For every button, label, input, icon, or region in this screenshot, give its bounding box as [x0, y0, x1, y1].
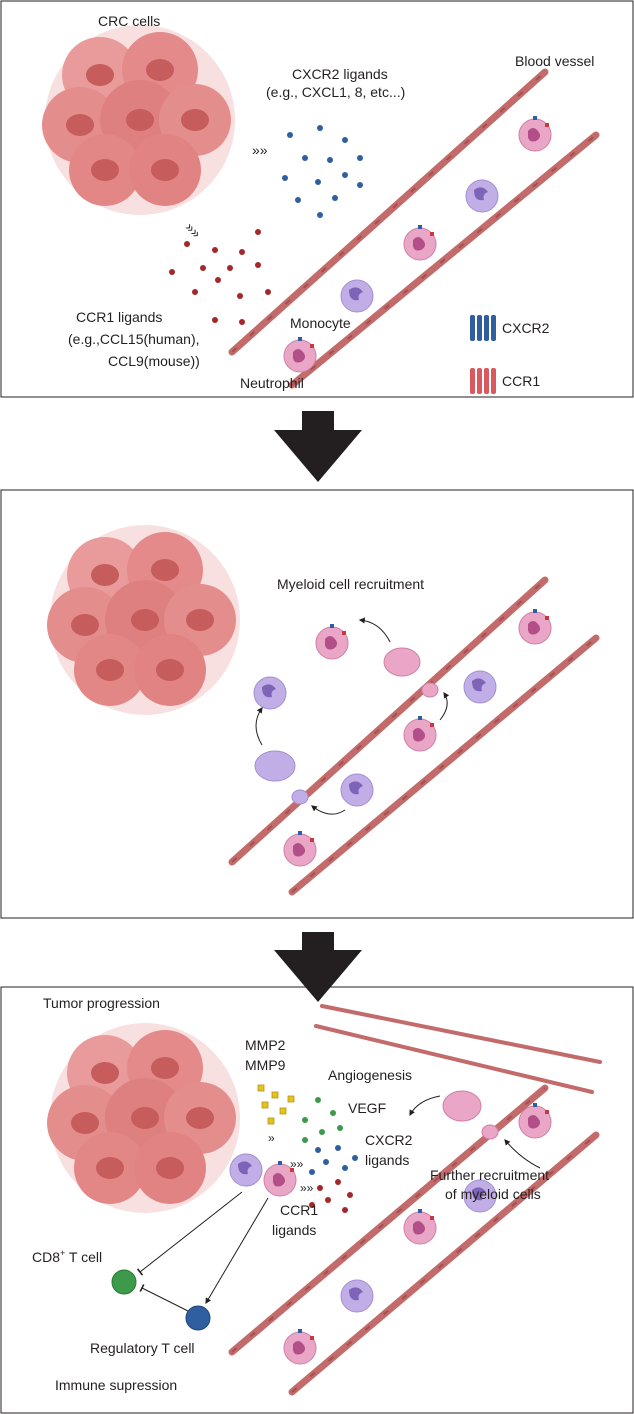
label-mmp9: MMP9	[245, 1057, 286, 1073]
crc-tumor-cluster	[47, 525, 240, 715]
label-ccr1-ligands: CCR1 ligands	[76, 309, 162, 325]
neutrophil-cell	[283, 830, 317, 867]
label-further-recruitment-2: of myeloid cells	[445, 1186, 541, 1202]
legend-cxcr2: CXCR2	[502, 320, 550, 336]
vessel-endothelium	[231, 71, 597, 386]
label-angiogenesis: Angiogenesis	[328, 1067, 412, 1083]
label-ccr1-ligands-ex1: (e.g.,CCL15(human),	[68, 331, 200, 347]
vegf-dots	[302, 1097, 343, 1143]
cd8-t-cell	[111, 1269, 137, 1295]
label-ccr1-ligands: ligands	[272, 1222, 316, 1238]
label-mmp2: MMP2	[245, 1037, 286, 1053]
label-cd8-t-cell: CD8+ T cell	[32, 1248, 102, 1265]
cxcr2-ligand-dots	[282, 125, 363, 218]
down-arrow-2	[274, 932, 362, 1002]
label-cxcr2-ligands: CXCR2 ligands	[292, 66, 388, 82]
label-myeloid-recruitment: Myeloid cell recruitment	[277, 576, 424, 592]
neutrophil-cell	[283, 336, 317, 373]
label-cxcr2: CXCR2	[365, 1132, 413, 1148]
cxcr2-ligand-dots	[309, 1145, 358, 1175]
neutrophil-cell	[403, 1208, 437, 1245]
label-cxcr2-ligands: ligands	[365, 1152, 409, 1168]
monocyte-cell	[229, 1153, 263, 1187]
monocyte-extravasating-tail	[291, 789, 309, 805]
secretion-chevrons: »»	[300, 1181, 314, 1195]
cxcr2-receptor-icon	[470, 315, 496, 341]
label-immune-suppression: Immune supression	[55, 1377, 177, 1393]
regulatory-t-cell	[185, 1305, 211, 1331]
neutrophil-cell	[283, 1328, 317, 1365]
ccr1-receptor-icon	[470, 368, 496, 394]
label-regulatory-t-cell: Regulatory T cell	[90, 1340, 195, 1356]
secretion-chevrons: »»	[290, 1157, 304, 1171]
label-neutrophil: Neutrophil	[240, 375, 304, 391]
ccr1-ligand-dots	[169, 229, 271, 325]
monocyte-cell	[463, 670, 497, 704]
neutrophil-cell	[403, 715, 437, 752]
angiogenesis-vessels	[314, 1004, 602, 1094]
down-arrow-1	[274, 411, 362, 482]
monocyte-cell	[340, 773, 374, 807]
monocyte-cell	[253, 676, 287, 710]
monocyte-cell	[340, 1279, 374, 1313]
neutrophil-cell	[518, 115, 552, 152]
blood-vessel	[228, 68, 600, 389]
panel-2-frame	[0, 489, 634, 919]
label-cxcr2-ligands-examples: (e.g., CXCL1, 8, etc...)	[266, 84, 405, 100]
crc-tumor-cluster	[47, 1023, 240, 1213]
legend-ccr1: CCR1	[502, 373, 540, 389]
label-blood-vessel: Blood vessel	[515, 53, 594, 69]
monocyte-cell	[465, 179, 499, 213]
label-ccr1-ligands-ex2: CCL9(mouse))	[108, 353, 200, 369]
secretion-chevrons-cxcr2: »»	[252, 142, 268, 158]
crc-tumor-cluster	[42, 25, 235, 215]
secretion-chevrons: »	[268, 1131, 275, 1145]
ccr1-ligand-dots	[309, 1179, 353, 1213]
blood-vessel	[228, 576, 600, 896]
panel-1-frame	[0, 0, 634, 398]
panel-3-frame	[0, 986, 634, 1414]
recruitment-arrows	[255, 617, 450, 815]
suppression-arrows	[136, 1191, 269, 1313]
neutrophil-cell	[403, 224, 437, 261]
mmp-squares	[257, 1084, 295, 1125]
label-vegf: VEGF	[348, 1100, 386, 1116]
monocyte-cell	[340, 279, 374, 313]
neutrophil-extravasating	[383, 647, 421, 677]
label-ccr1: CCR1	[280, 1202, 318, 1218]
label-monocyte: Monocyte	[290, 315, 351, 331]
monocyte-extravasating	[254, 750, 296, 782]
neutrophil-extravasating-tail	[421, 682, 439, 698]
label-tumor-progression: Tumor progression	[43, 995, 160, 1011]
recruitment-arrows	[409, 1095, 541, 1169]
label-further-recruitment-1: Further recruitment	[430, 1167, 549, 1183]
label-crc-cells: CRC cells	[98, 13, 160, 29]
neutrophil-extravasating-tail	[481, 1124, 499, 1140]
secretion-chevrons-ccr1: »»	[182, 219, 204, 241]
neutrophil-cell	[518, 608, 552, 645]
neutrophil-cell	[315, 623, 349, 660]
neutrophil-extravasating	[442, 1090, 482, 1122]
